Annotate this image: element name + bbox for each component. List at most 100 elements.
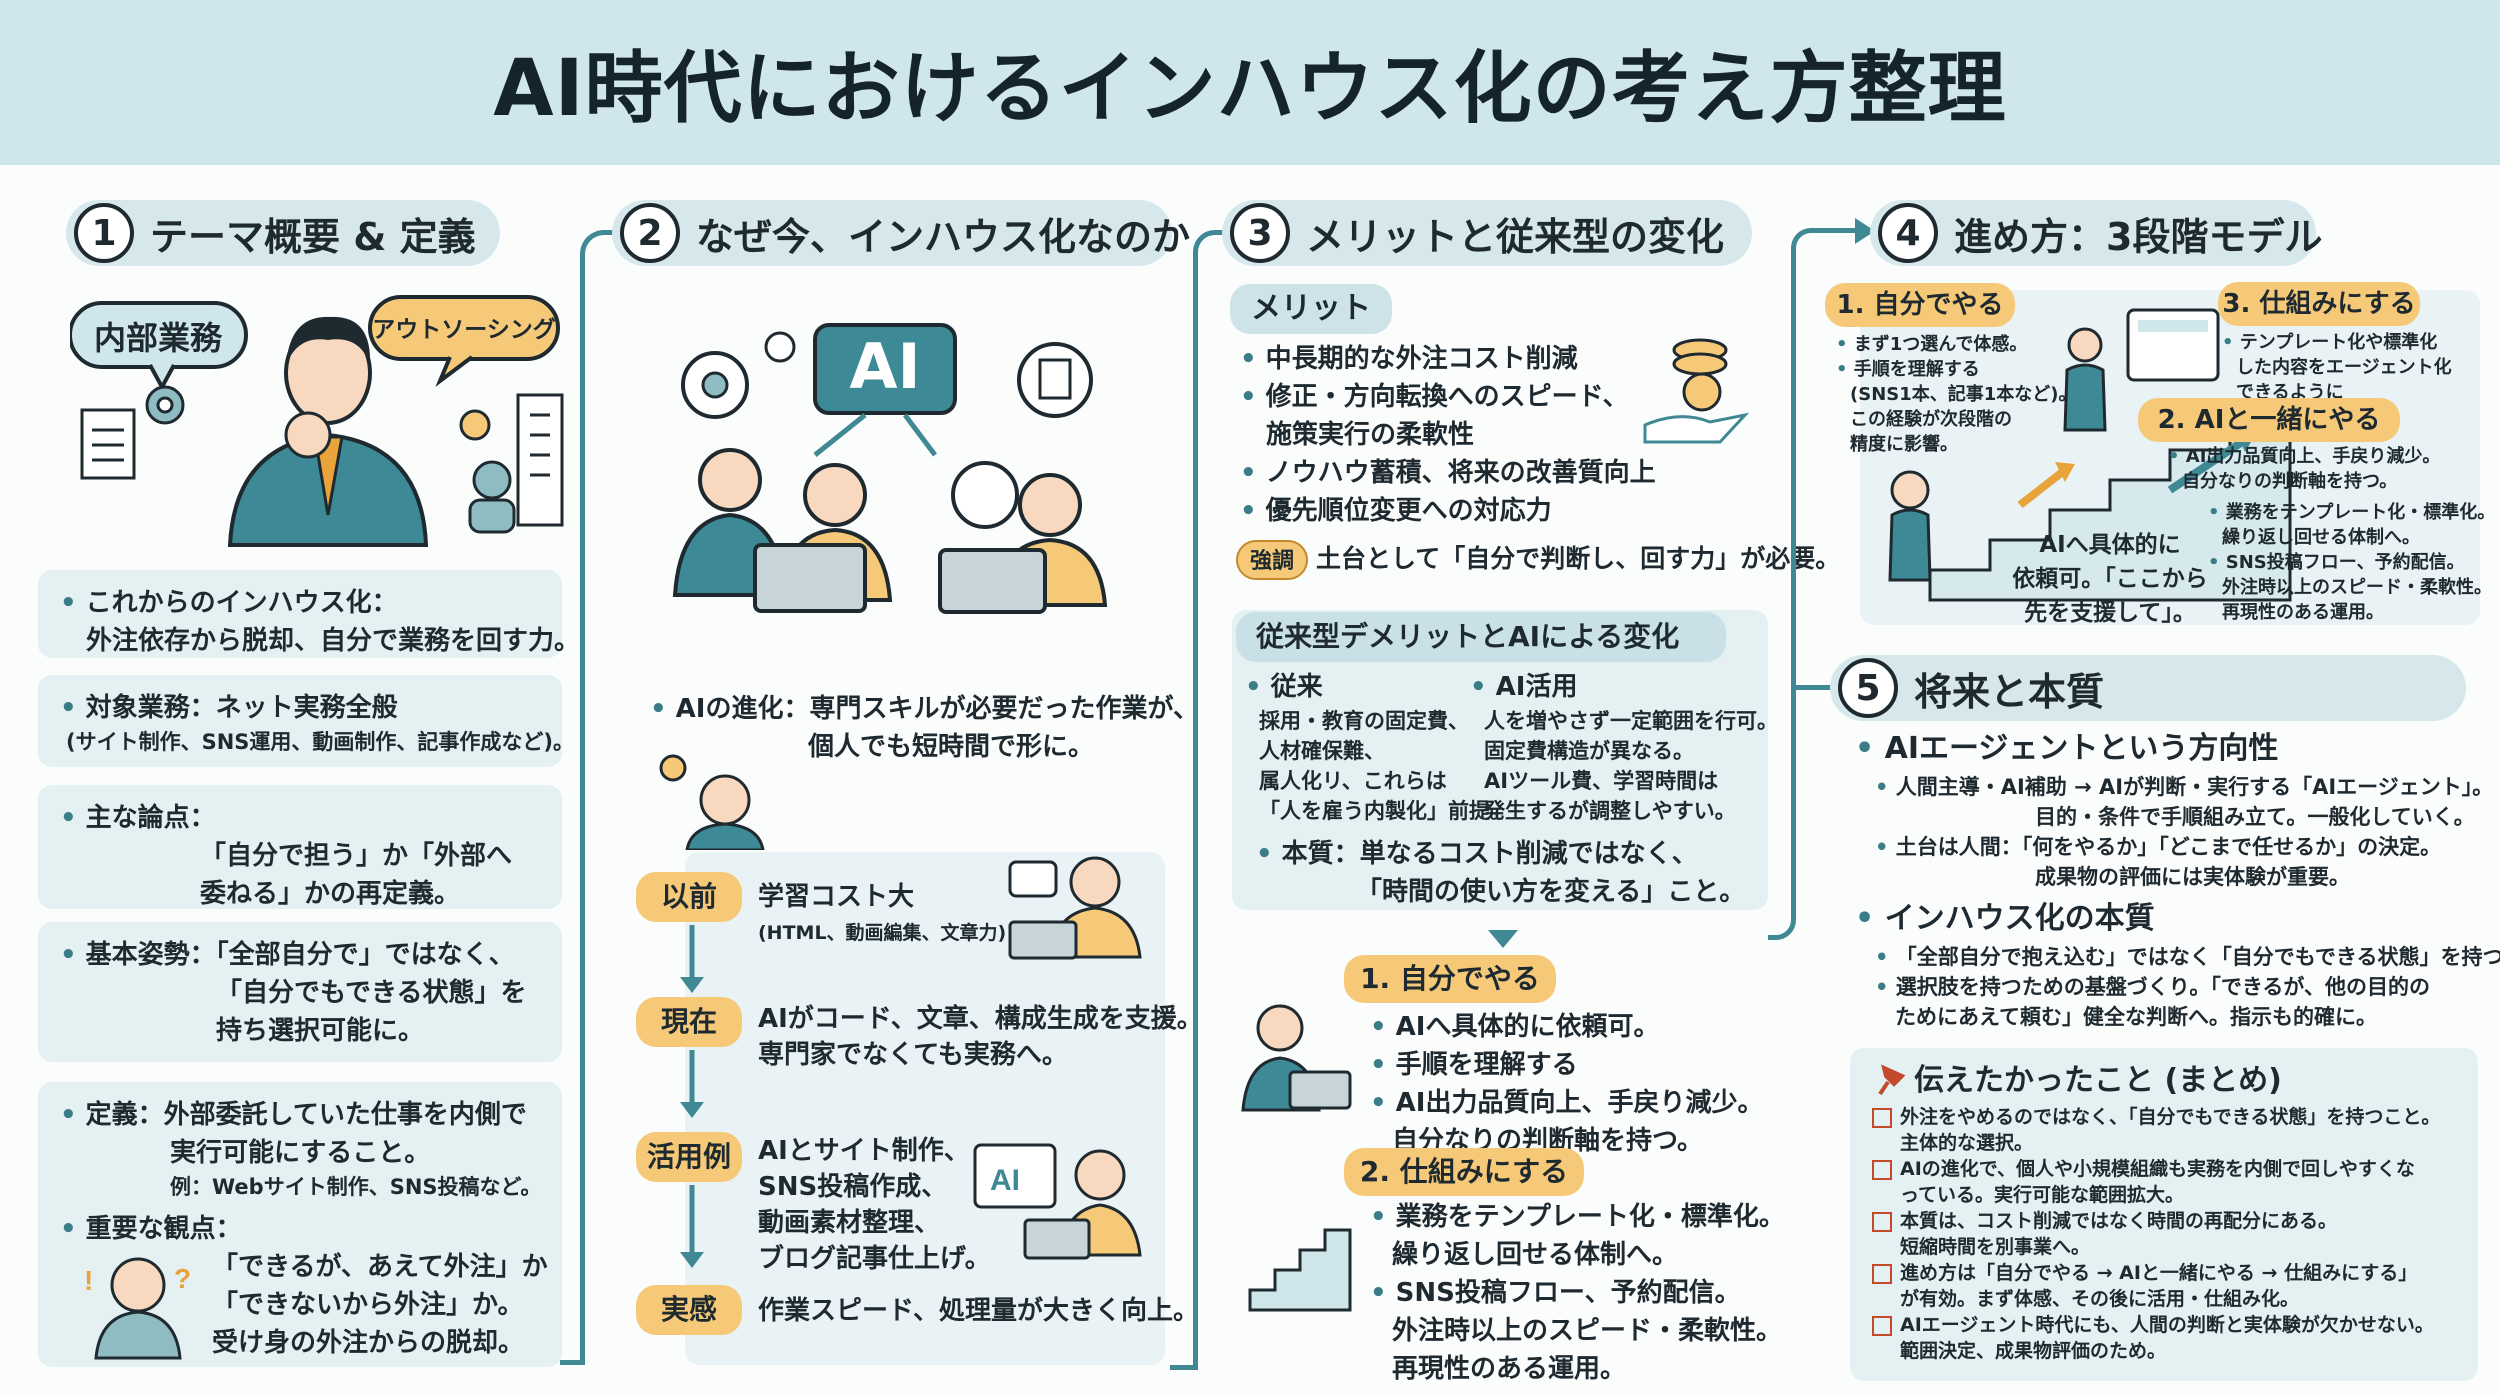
step1-item: AI出力品質向上、手戻り減少。	[1370, 1084, 1764, 1122]
ai-evolution-block: AIの進化：専門スキルが必要だった作業が、 個人でも短時間で形に。	[650, 690, 1199, 766]
issue-title: 主な論点：	[60, 799, 540, 837]
step-label-before: 以前	[636, 872, 742, 922]
summary-line: 外注をやめるのではなく、「自分でもできる状態」を持つこと。	[1900, 1106, 2441, 1128]
step-before-text-1: 学習コスト大	[758, 882, 915, 912]
traditional-column: 従来 採用・教育の固定費、 人材確保難、 属人化リ、これらは 「人を雇う内製化」…	[1245, 668, 1511, 826]
s4-phase1-list: まず1つ選んで体感。 手順を理解する (SNS1本、記事1本など)。 この経験が…	[1836, 332, 2086, 457]
svg-text:AI: AI	[990, 1164, 1020, 1197]
page-title: AI時代におけるインハウス化の考え方整理	[493, 44, 2007, 134]
coins-hand-icon	[1643, 338, 1750, 444]
s3-step2-list: 業務をテンプレート化・標準化。 繰り返し回せる体制へ。 SNS投稿フロー、予約配…	[1370, 1198, 1785, 1388]
step-now-text-1: AIがコード、文章、構成生成を支援。	[758, 1004, 1203, 1034]
emphasis-text: 土台として「自分で判断し、回す力」が必要。	[1316, 544, 1841, 573]
connector-line	[1170, 1365, 1198, 1370]
essence-line-2: 「時間の使い方を変える」こと。	[1356, 877, 1746, 907]
connector-line	[1768, 900, 1796, 940]
def-title: 定義：外部委託していた仕事を内側で	[60, 1096, 540, 1134]
step-usecase-text-4: ブログ記事仕上げ。	[758, 1244, 991, 1274]
ai-column: AI活用 人を増やさず一定範囲を行可。 固定費構造が異なる。 AIツール費、学習…	[1470, 668, 1778, 826]
section-number: 2	[620, 203, 680, 263]
agent-item: 土台は人間：「何をやるか」「どこまで任せるか」の決定。	[1875, 832, 2475, 862]
agent-item: 人間主導・AI補助 → AIが判断・実行する「AIエージェント」。	[1875, 772, 2494, 802]
agent-title: AIエージェントという方向性	[1855, 730, 2279, 768]
agent-list: 人間主導・AI補助 → AIが判断・実行する「AIエージェント」。 目的・条件で…	[1875, 772, 2494, 892]
summary-line: AIの進化で、個人や小規模組織も実務を内側で回しやすくな	[1900, 1158, 2415, 1180]
merit-item: 中長期的な外注コスト削減	[1240, 340, 1680, 378]
summary-item: 進め方は「自分でやる → AIと一緒にやる → 仕組みにする」 が有効。まず体感…	[1872, 1260, 2456, 1312]
s3-step1-list: AIへ具体的に依頼可。 手順を理解する AI出力品質向上、手戻り減少。 自分なり…	[1370, 1008, 1764, 1160]
essence-item: 「全部自分で抱え込む」ではなく「自分でもできる状態」を持つ。	[1875, 942, 2500, 972]
step-before-text-2: (HTML、動画編集、文章力)	[758, 922, 1007, 944]
essence-item: 選択肢を持つための基盤づくり。「できるが、他の目的の	[1875, 972, 2475, 1002]
old-line: 採用・教育の固定費、	[1259, 709, 1469, 733]
callout-line: AIへ具体的に	[2039, 532, 2181, 558]
phase3-item: できるように	[2236, 382, 2344, 403]
businessman-thinking-illustration	[70, 295, 564, 547]
agent-item: 成果物の評価には実体験が重要。	[2035, 865, 2350, 889]
person-icon	[472, 460, 512, 500]
summary-line: 短縮時間を別事業へ。	[1900, 1236, 2091, 1258]
checkbox-icon	[1872, 1315, 1892, 1336]
emphasis-badge: 強調	[1236, 540, 1308, 580]
stance-title: 基本姿勢：「全部自分で」ではなく、	[60, 936, 540, 974]
section-1-header: 1 テーマ概要 & 定義	[66, 200, 500, 266]
old-line: 人材確保難、	[1259, 739, 1385, 763]
scope-text: (サイト制作、SNS運用、動画制作、記事作成など)。	[66, 730, 575, 754]
evolution-text: 個人でも短時間で形に。	[808, 732, 1095, 762]
section-number: 5	[1838, 658, 1898, 718]
section-number: 3	[1230, 203, 1290, 263]
ai-team-illustration	[672, 323, 1108, 614]
essence-item: ためにあえて頼む」健全な判断へ。指示も的確に。	[1895, 1005, 2377, 1029]
essence-line-1: 本質：単なるコスト削減ではなく、	[1256, 835, 1756, 873]
scope-title: 対象業務：ネット実務全般	[60, 689, 540, 727]
connector-line	[560, 1360, 585, 1365]
s1-scope-card: 対象業務：ネット実務全般 (サイト制作、SNS運用、動画制作、記事作成など)。	[38, 675, 575, 767]
step-result-text: 作業スピード、処理量が大きく向上。	[758, 1296, 1199, 1326]
svg-text:!: !	[84, 1265, 93, 1296]
view-text-2: 「できないから外注」か。	[212, 1290, 524, 1320]
issue-text-2: 委ねる」かの再定義。	[200, 879, 461, 909]
header-band	[0, 0, 2500, 165]
step-label-now: 現在	[636, 997, 742, 1047]
summary-title: 伝えたかったこと (まとめ)	[1914, 1063, 2282, 1098]
ai-badge: AI	[849, 330, 921, 403]
connector-line	[1791, 228, 1861, 908]
phase2b-item: SNS投稿フロー、予約配信。	[2208, 550, 2483, 575]
phase1-item: まず1つ選んで体感。	[1836, 332, 2086, 357]
summary-line: 範囲決定、成果物評価のため。	[1900, 1340, 2167, 1362]
lightbulb-icon	[659, 754, 687, 782]
phase2b-item: 再現性のある運用。	[2222, 602, 2384, 623]
step-usecase-text-1: AIとサイト制作、	[758, 1136, 970, 1166]
def-text-1: 実行可能にすること。	[170, 1138, 431, 1168]
phase2b-item: 外注時以上のスピード・柔軟性。	[2222, 577, 2492, 598]
bubble-internal-work: 内部業務	[93, 319, 222, 357]
essence-block: 本質：単なるコスト削減ではなく、 「時間の使い方を変える」こと。	[1256, 835, 1756, 911]
summary-item: AIの進化で、個人や小規模組織も実務を内側で回しやすくな っている。実行可能な範…	[1872, 1156, 2456, 1208]
bubble-outsourcing: アウトソーシング	[372, 317, 556, 343]
intro-title: これからのインハウス化：	[60, 584, 540, 622]
step2-item: 再現性のある運用。	[1392, 1354, 1627, 1384]
s4-phase3-label: 3. 仕組みにする	[2218, 282, 2420, 326]
ai-line: AIツール費、学習時間は	[1484, 769, 1719, 793]
step-usecase-text-3: 動画素材整理、	[758, 1208, 941, 1238]
change-title: 従来型デメリットとAIによる変化	[1236, 612, 1726, 662]
callout-line: 先を支援して」。	[2024, 600, 2196, 626]
section-title: なぜ今、インハウス化なのか	[696, 214, 1191, 259]
checkbox-icon	[1872, 1107, 1892, 1128]
essence-title: インハウス化の本質	[1855, 900, 2155, 938]
pin-icon	[1878, 1064, 1906, 1096]
s3-step1-label: 1. 自分でやる	[1344, 955, 1556, 1003]
person-laptop-icon	[1241, 1004, 1352, 1112]
section-number: 4	[1878, 203, 1938, 263]
section-4-header: 4 進め方：3段階モデル	[1870, 200, 2322, 266]
step2-item: SNS投稿フロー、予約配信。	[1370, 1274, 1770, 1312]
essence-list: 「全部自分で抱え込む」ではなく「自分でもできる状態」を持つ。 選択肢を持つための…	[1875, 942, 2500, 1032]
section-3-header: 3 メリットと従来型の変化	[1222, 200, 1752, 266]
document-icon	[80, 408, 136, 480]
section-number: 1	[74, 203, 134, 263]
s4-phase3-list: テンプレート化や標準化 した内容をエージェント化 できるように	[2222, 330, 2482, 405]
summary-item: 本質は、コスト削減ではなく時間の再配分にある。 短縮時間を別事業へ。	[1872, 1208, 2456, 1260]
svg-text:?: ?	[174, 1263, 191, 1294]
stairs-icon	[1248, 1228, 1352, 1312]
summary-line: 主体的な選択。	[1900, 1132, 2034, 1154]
